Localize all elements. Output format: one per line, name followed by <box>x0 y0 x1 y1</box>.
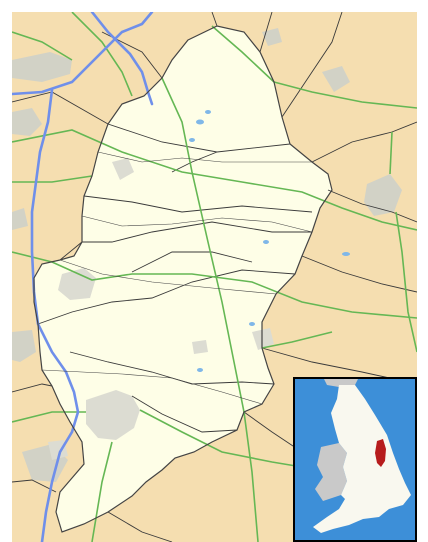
lakes <box>189 110 350 372</box>
primary-roads <box>12 12 417 542</box>
inset-scotland <box>323 377 359 387</box>
england-locator-inset <box>293 377 417 542</box>
motorways <box>12 12 154 542</box>
inset-frame <box>293 377 417 542</box>
urban-areas <box>48 158 274 460</box>
location-map <box>12 12 417 542</box>
inset-canvas <box>293 377 417 542</box>
county-boundary <box>33 25 333 533</box>
inset-wales <box>315 443 347 501</box>
inset-nottinghamshire-highlight <box>375 439 386 467</box>
district-boundaries <box>41 151 313 405</box>
inset-england <box>313 385 411 533</box>
urban-areas-outside <box>12 28 402 482</box>
map-canvas <box>12 12 417 542</box>
